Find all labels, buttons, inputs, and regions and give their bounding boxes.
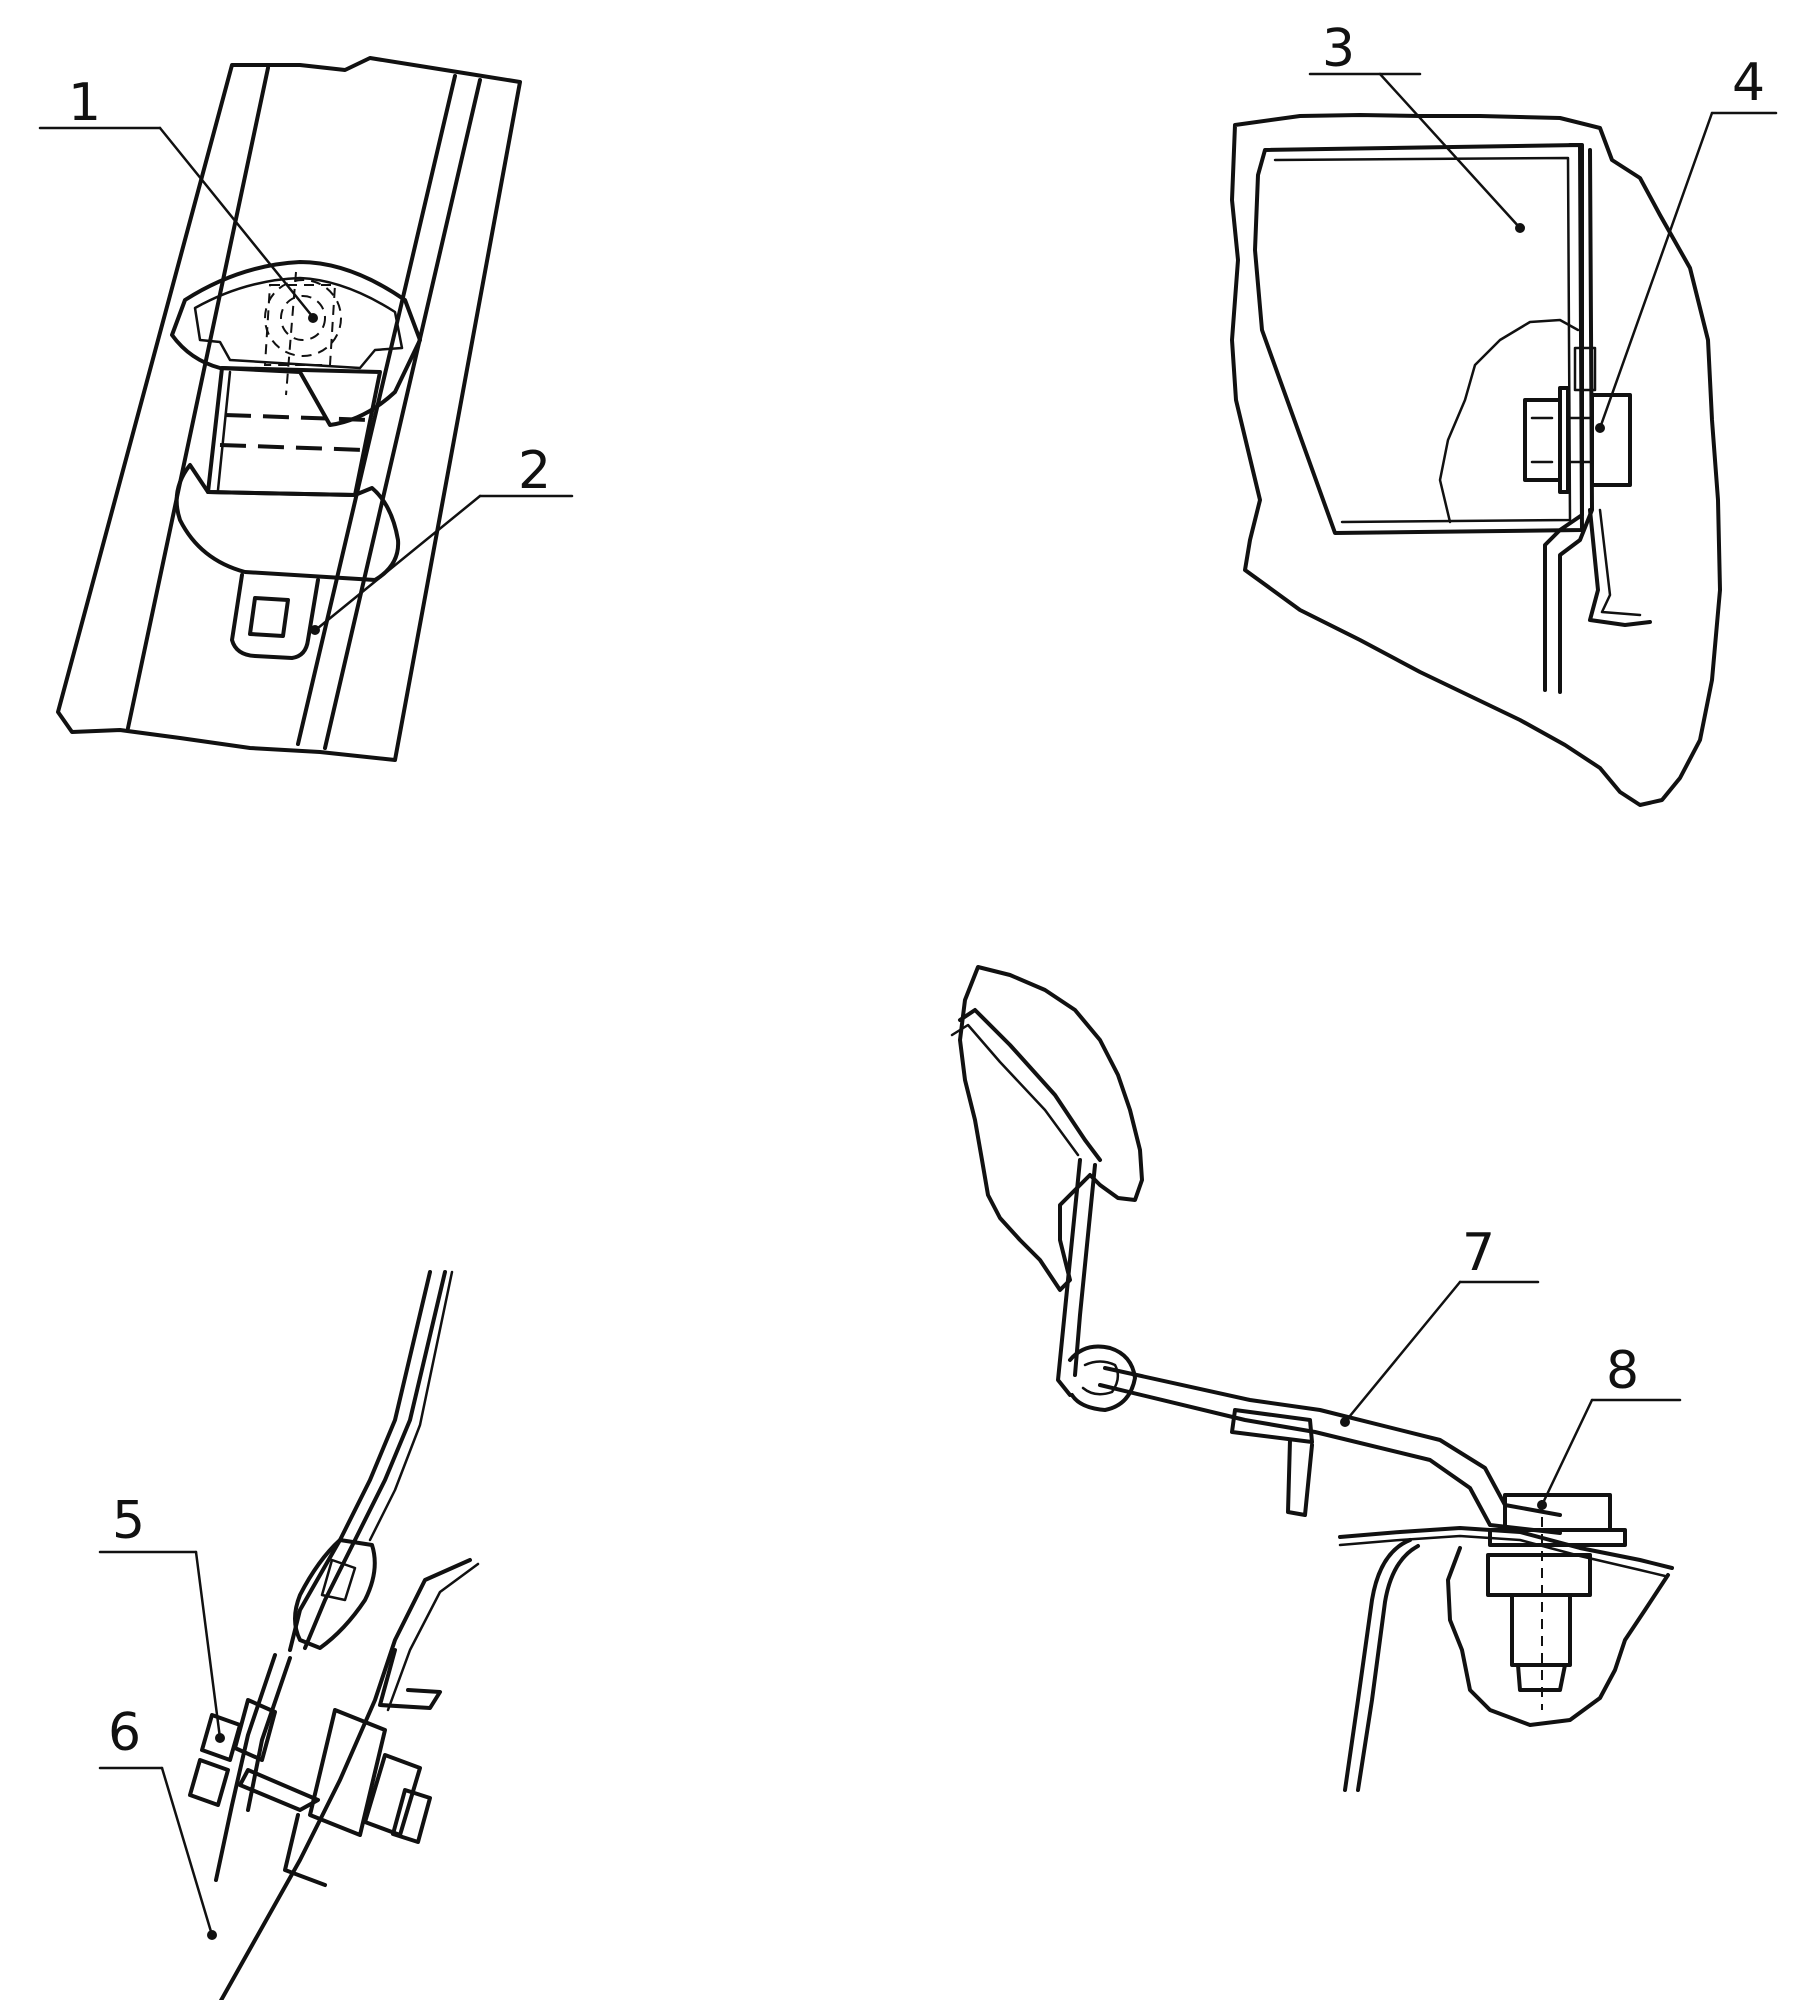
upper-bolt-washer	[1488, 1528, 1627, 1547]
webbing-strap	[206, 366, 382, 497]
callout-4-leader	[1598, 111, 1714, 430]
callout-6-label: 6	[108, 1703, 141, 1763]
lower-buckle-body	[293, 1538, 377, 1650]
bracket-clip	[1230, 1408, 1314, 1444]
pillar-outline	[56, 56, 522, 762]
anchor-washer-b	[188, 1758, 230, 1807]
upper-bolt-nut	[1486, 1553, 1592, 1597]
bracket-bend	[1068, 1344, 1137, 1412]
callout-6-leader	[160, 1766, 214, 1937]
floor-panel-b	[386, 1562, 480, 1712]
pillar-rib-right-b	[323, 78, 482, 750]
body-panel-curve	[1343, 1538, 1412, 1792]
lower-break-outline	[1446, 1546, 1670, 1727]
view-upper-bracket: 7 8	[950, 965, 1682, 1792]
mounting-plate-b	[1558, 148, 1594, 694]
callout-3-label: 3	[1322, 19, 1355, 79]
mounting-plate	[1543, 143, 1584, 692]
retractor-housing-inner	[1273, 156, 1572, 524]
callout-5-leader	[194, 1550, 222, 1740]
bracket-vertical-a	[1056, 1158, 1082, 1397]
webbing-stitch-b	[219, 443, 366, 452]
trim-panel-edge	[958, 1008, 1102, 1162]
bracket-clip-tab	[1286, 1438, 1314, 1517]
callout-1-label: 1	[68, 73, 101, 133]
callout-7-label: 7	[1462, 1223, 1495, 1283]
pillar-flange-b	[1598, 508, 1642, 617]
anchor-mount-bar	[238, 1768, 320, 1812]
callout-3-leader	[1378, 72, 1522, 230]
bracket-bend-inner	[1081, 1360, 1120, 1396]
pillar-rib-right-a	[296, 74, 457, 746]
callout-4-label: 4	[1732, 53, 1765, 113]
pillar-rib-left	[126, 66, 270, 730]
callout-8-label: 8	[1606, 1341, 1639, 1401]
lower-webbing-a	[288, 1270, 432, 1652]
view-pillar-buckle: 1 2	[38, 56, 574, 762]
anchor-bolt-box	[263, 284, 337, 366]
retractor-housing	[1253, 143, 1584, 535]
body-panel-curve-b	[1356, 1544, 1420, 1792]
retractor-bolt-head	[1523, 398, 1562, 482]
pillar-flange	[1588, 508, 1652, 627]
retractor-bolt-washer	[1558, 386, 1570, 494]
buckle-cover-upper	[170, 260, 422, 427]
body-panel-top-b	[1338, 1534, 1667, 1578]
upper-bolt-shank	[1510, 1593, 1572, 1667]
body-panel-top	[1338, 1526, 1674, 1570]
retractor-spacer	[1573, 346, 1597, 392]
callout-2-leader	[316, 494, 482, 630]
anchor-bolt-circle	[264, 279, 342, 357]
buckle-tongue-slot	[248, 596, 290, 638]
lower-buckle-slot	[320, 1558, 357, 1602]
retractor-bolt-shank	[1566, 416, 1594, 464]
bracket-arm-b	[1098, 1383, 1562, 1535]
upper-bolt-head	[1503, 1493, 1612, 1532]
floor-panel	[218, 1558, 472, 2000]
buckle-tongue	[230, 573, 320, 660]
callout-2-label: 2	[518, 441, 551, 501]
callout-5-label: 5	[112, 1491, 145, 1551]
buckle-cover-upper-inner	[193, 276, 404, 370]
inner-break-outline	[1438, 318, 1580, 524]
webbing-strap-edge	[216, 370, 232, 492]
anchor-plate-b	[246, 1656, 292, 1812]
upper-break-outline	[958, 965, 1144, 1292]
anchor-bolt-nut	[363, 1753, 422, 1837]
lower-webbing-c	[368, 1270, 454, 1542]
anchor-bolt-block	[308, 1708, 387, 1837]
retractor-bolt-hex	[1530, 416, 1554, 464]
view-retractor: 3 4	[1230, 19, 1778, 807]
lower-webbing-b	[303, 1270, 447, 1650]
anchor-plate	[214, 1653, 277, 1882]
section-break-outline	[1230, 113, 1722, 807]
anchor-bolt-end	[391, 1788, 432, 1844]
anchor-bracket	[378, 1648, 442, 1710]
anchor-lower-tab-b	[283, 1868, 302, 1877]
anchor-bolt-inner	[280, 295, 326, 341]
retractor-bolt-nut	[1590, 393, 1632, 487]
view-lower-anchor: 5 6	[98, 1270, 480, 2000]
anchor-washer	[200, 1713, 242, 1762]
webbing-stitch-a	[224, 413, 371, 422]
upper-bolt-tip	[1516, 1663, 1567, 1692]
callout-7-leader	[1343, 1280, 1462, 1424]
callout-1-leader	[158, 126, 314, 318]
trim-panel-edge-b	[950, 1023, 1080, 1157]
bracket-arm-a	[1103, 1366, 1562, 1517]
callout-8-leader	[1540, 1398, 1594, 1507]
